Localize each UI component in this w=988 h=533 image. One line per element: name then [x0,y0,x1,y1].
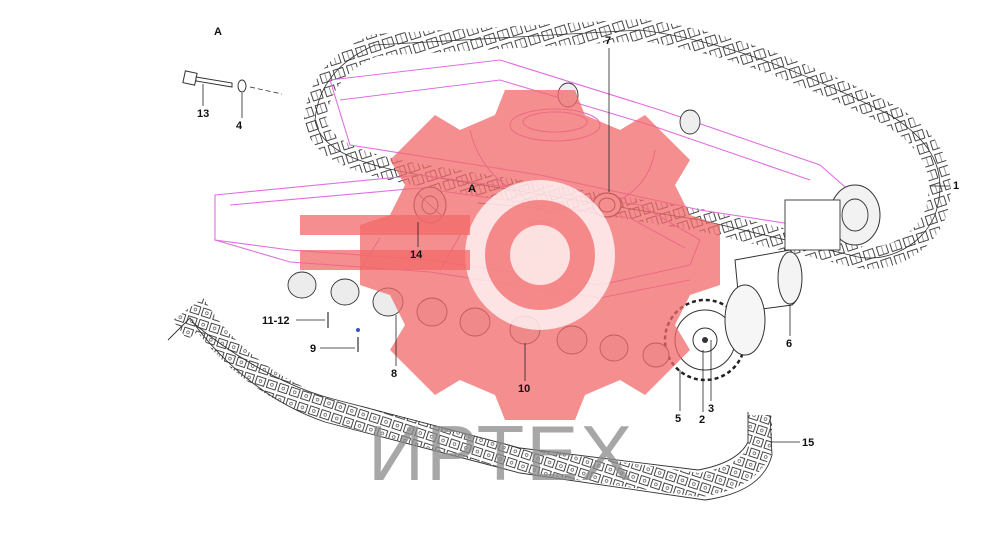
callout-6: 6 [786,338,792,350]
callout-8: 8 [391,368,397,380]
callout-2: 2 [699,414,705,426]
callout-10: 10 [518,383,530,395]
callout-4: 4 [236,120,243,132]
watermark-logo [300,90,720,420]
roller-bolts [327,312,360,352]
view-label: A [214,26,222,38]
watermark-text: ИРТЕХ [368,409,634,497]
lower-track-chain [167,297,773,501]
callout-11-12: 11-12 [262,315,290,327]
detail-label: A [468,183,476,195]
callout-3: 3 [708,403,714,415]
drive-sprocket [663,284,766,382]
callout-7: 7 [605,35,611,47]
callout-13: 13 [197,108,209,120]
callout-9: 9 [310,343,316,355]
callout-1: 1 [953,180,959,192]
bolt-and-washer [182,70,283,95]
callout-5: 5 [675,413,681,425]
callout-15: 15 [802,437,814,449]
rear-idler [784,184,881,251]
callout-labels: 1 2 3 4 5 6 7 8 9 10 11-12 13 14 15 [197,35,959,449]
callout-14: 14 [410,249,423,261]
